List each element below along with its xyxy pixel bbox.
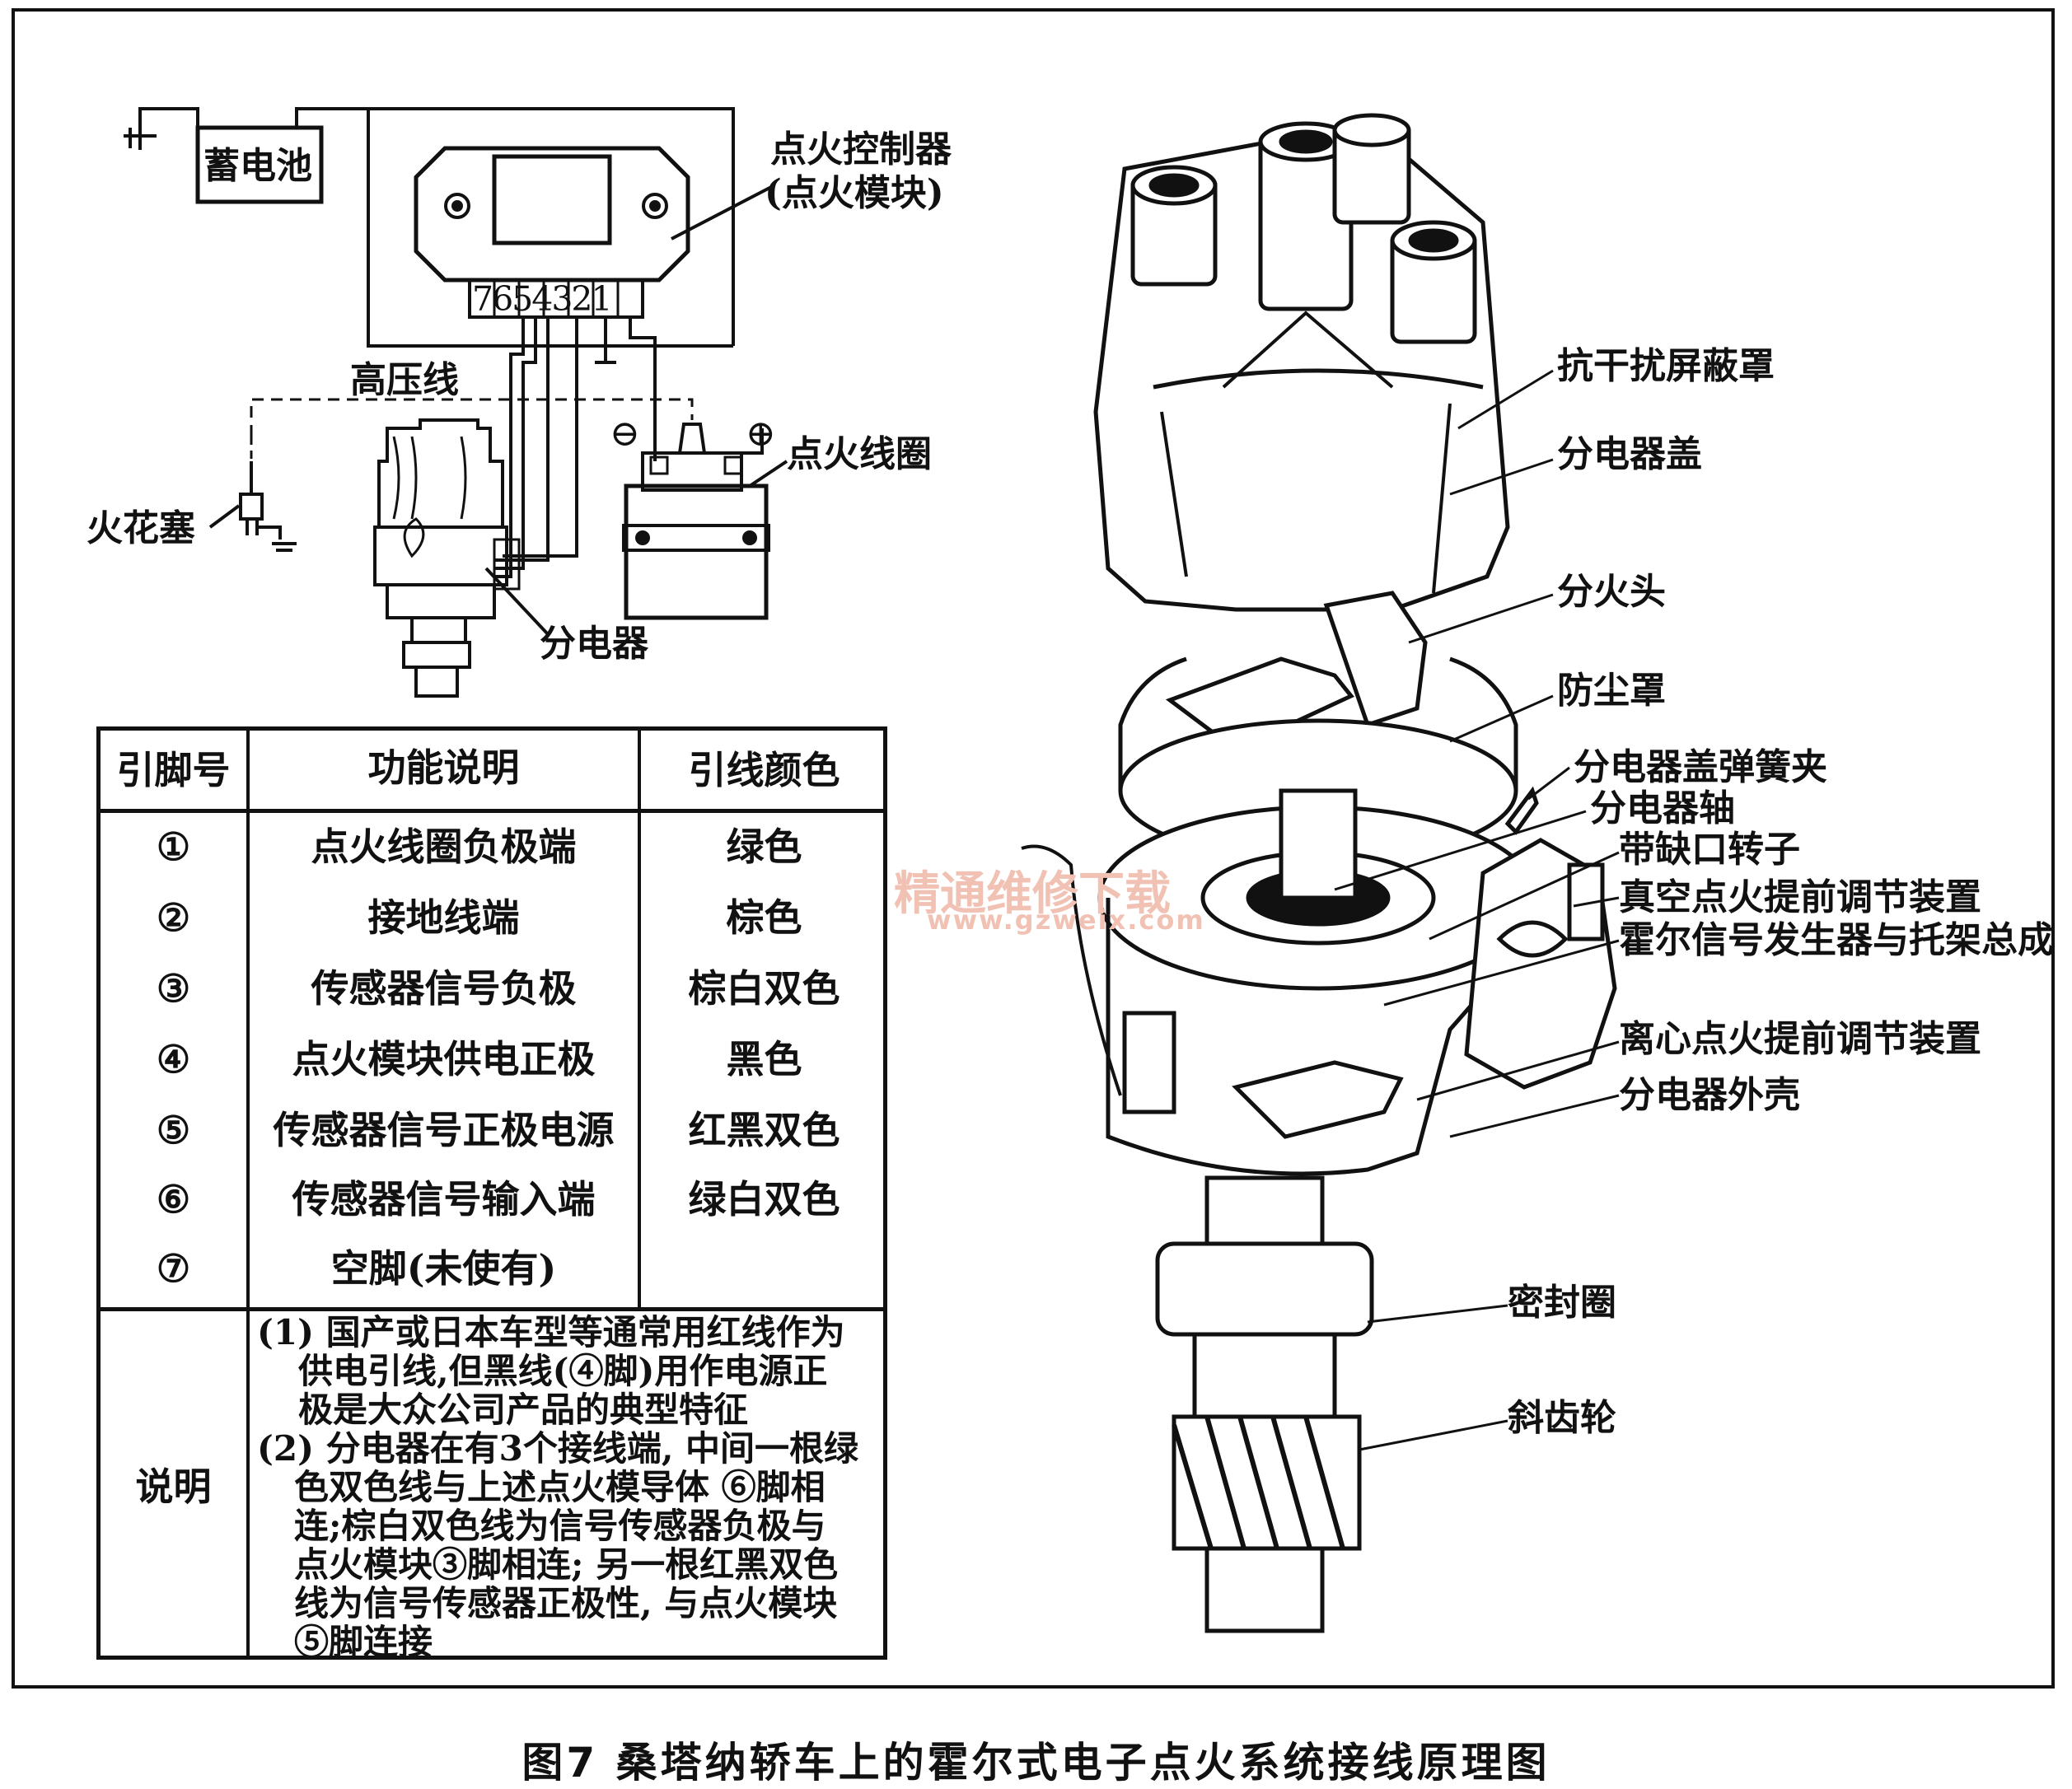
- header-function: 功能说明: [367, 745, 520, 790]
- color-cell: 棕色: [726, 895, 802, 940]
- table-divider: [246, 731, 250, 1656]
- controller-label: 点火控制器: [770, 128, 952, 170]
- pin-cell: ⑥: [156, 1177, 191, 1221]
- distributor-label: 分电器: [540, 623, 648, 665]
- color-cell: 棕白双色: [688, 966, 840, 1011]
- pin-cell: ⑦: [156, 1246, 191, 1291]
- function-cell: 空脚(未使有): [330, 1246, 557, 1291]
- spark-plug-label: 火花塞: [87, 507, 195, 549]
- function-cell: 点火模块供电正极: [292, 1037, 596, 1081]
- note-line: 色双色线与上述点火模导体 ⑥脚相: [294, 1467, 826, 1507]
- note-line: ⑤脚连接: [294, 1622, 433, 1662]
- part-label: 真空点火提前调节装置: [1619, 876, 1981, 918]
- header-color: 引线颜色: [688, 748, 840, 792]
- battery-label: 蓄电池: [203, 145, 312, 187]
- function-cell: 传感器信号输入端: [292, 1177, 596, 1221]
- table-divider: [101, 1307, 883, 1311]
- pin-cell: ②: [156, 895, 191, 940]
- coil-plus-icon: ⊕: [746, 413, 776, 455]
- note-label: 说明: [135, 1464, 212, 1509]
- pin-cell: ①: [156, 824, 191, 869]
- pin-numbers: 7654321: [472, 279, 613, 319]
- watermark-text: 精通维修下载: [894, 867, 1171, 921]
- note-line: 点火模块③脚相连; 另一根红黑双色: [294, 1544, 839, 1585]
- part-label: 分火头: [1557, 571, 1666, 613]
- part-label: 分电器外壳: [1619, 1074, 1800, 1116]
- controller-sublabel: (点火模块): [765, 172, 944, 214]
- color-cell: 红黑双色: [688, 1108, 840, 1152]
- pin-table: 引脚号 功能说明 引线颜色 ① 点火线圈负极端 绿色 ② 接地线端 棕色 ③ 传…: [96, 726, 887, 1662]
- pin-cell: ③: [156, 966, 191, 1011]
- part-label: 分电器轴: [1590, 787, 1735, 829]
- pin-cell: ④: [156, 1037, 191, 1081]
- note-line: 极是大众公司产品的典型特征: [298, 1390, 749, 1430]
- function-cell: 接地线端: [367, 895, 520, 940]
- figure-caption: 图7 桑塔纳轿车上的霍尔式电子点火系统接线原理图: [522, 1739, 1550, 1787]
- note-line: 供电引线,但黑线(④脚)用作电源正: [298, 1351, 828, 1391]
- color-cell: 绿色: [726, 824, 802, 869]
- coil-label: 点火线圈: [787, 433, 932, 475]
- watermark-url: www.gzweix.com: [927, 904, 1205, 936]
- part-label: 密封圈: [1508, 1282, 1616, 1324]
- part-label: 抗干扰屏蔽罩: [1557, 345, 1775, 387]
- color-cell: 黑色: [726, 1037, 802, 1081]
- part-label: 分电器盖弹簧夹: [1574, 746, 1827, 788]
- function-cell: 传感器信号正极电源: [273, 1108, 615, 1152]
- figure-frame: [12, 8, 2055, 1689]
- note-line: 线为信号传感器正极性, 与点火模块: [294, 1583, 838, 1623]
- hv-wire-label: 高压线: [350, 359, 459, 401]
- header-pin: 引脚号: [116, 748, 231, 792]
- part-label: 斜齿轮: [1508, 1397, 1616, 1439]
- color-cell: 绿白双色: [688, 1177, 840, 1221]
- function-cell: 传感器信号负极: [311, 966, 577, 1011]
- part-label: 防尘罩: [1557, 670, 1666, 712]
- table-divider: [638, 731, 641, 1307]
- note-line: (2) 分电器在有3个接线端, 中间一根绿: [257, 1428, 859, 1469]
- part-label: 分电器盖: [1557, 433, 1702, 475]
- part-label: 霍尔信号发生器与托架总成: [1619, 919, 2054, 961]
- function-cell: 点火线圈负极端: [311, 824, 577, 869]
- pin-cell: ⑤: [156, 1108, 191, 1152]
- coil-minus-icon: ⊖: [610, 413, 640, 455]
- note-line: (1) 国产或日本车型等通常用红线作为: [257, 1312, 845, 1352]
- part-label: 带缺口转子: [1619, 829, 1800, 871]
- part-label: 离心点火提前调节装置: [1619, 1018, 1981, 1060]
- table-divider: [101, 809, 883, 813]
- note-line: 连;棕白双色线为信号传感器负极与: [294, 1506, 826, 1546]
